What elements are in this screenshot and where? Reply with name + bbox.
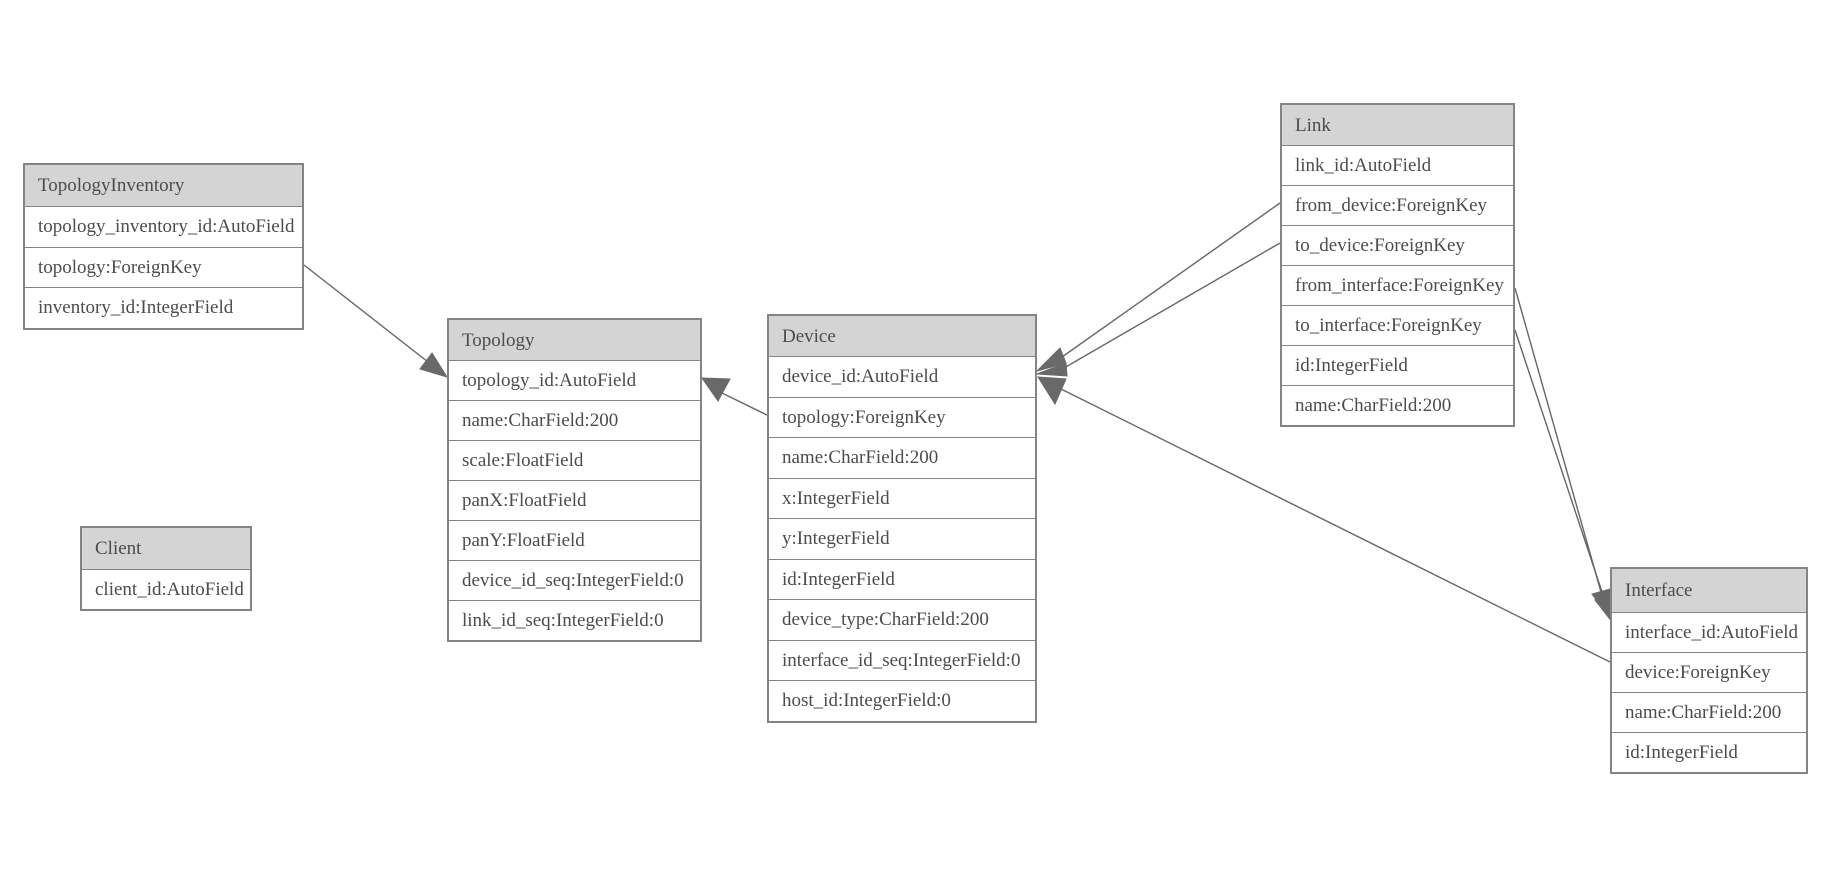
- edge-link-from-interface-to-interface: [1514, 287, 1602, 593]
- arrowhead-icon: [1035, 347, 1067, 372]
- entity-link-field-to_device: to_device:ForeignKey: [1282, 225, 1513, 265]
- entity-device-field-id: id:IntegerField: [769, 558, 1035, 599]
- entity-interface-field-name: name:CharField:200: [1612, 692, 1806, 732]
- entity-topology-title: Topology: [449, 320, 700, 360]
- entity-client-title: Client: [82, 528, 250, 569]
- entity-interface-field-device: device:ForeignKey: [1612, 652, 1806, 692]
- entity-topology-field-topology_id: topology_id:AutoField: [449, 360, 700, 400]
- entity-interface-title: Interface: [1612, 569, 1806, 612]
- entity-link-field-id: id:IntegerField: [1282, 345, 1513, 385]
- arrowhead-icon: [1037, 376, 1067, 406]
- entity-device-field-host_id: host_id:IntegerField:0: [769, 680, 1035, 721]
- entity-device-field-x: x:IntegerField: [769, 477, 1035, 518]
- edge-link-to-device-to-device: [1063, 242, 1281, 369]
- edge-interface-device-to-device: [1060, 388, 1611, 663]
- arrowhead-icon: [419, 352, 449, 378]
- entity-topology-field-name: name:CharField:200: [449, 400, 700, 440]
- entity-device-field-interface_id_seq: interface_id_seq:IntegerField:0: [769, 639, 1035, 680]
- entity-topology_inventory-field-topology_inventory_id: topology_inventory_id:AutoField: [25, 206, 302, 247]
- entity-device-field-device_type: device_type:CharField:200: [769, 599, 1035, 640]
- entity-interface-field-id: id:IntegerField: [1612, 732, 1806, 772]
- entity-link-field-from_interface: from_interface:ForeignKey: [1282, 265, 1513, 305]
- edge-link-to-interface-to-interface: [1514, 329, 1605, 599]
- entity-link-field-link_id: link_id:AutoField: [1282, 145, 1513, 185]
- entity-topology-field-panX: panX:FloatField: [449, 480, 700, 520]
- entity-topology_inventory-field-inventory_id: inventory_id:IntegerField: [25, 287, 302, 328]
- entity-link-field-from_device: from_device:ForeignKey: [1282, 185, 1513, 225]
- entity-link-field-to_interface: to_interface:ForeignKey: [1282, 305, 1513, 345]
- entity-device-field-y: y:IntegerField: [769, 518, 1035, 559]
- entity-topology-field-panY: panY:FloatField: [449, 520, 700, 560]
- entity-topology-field-device_id_seq: device_id_seq:IntegerField:0: [449, 560, 700, 600]
- entity-topology-field-scale: scale:FloatField: [449, 440, 700, 480]
- edge-link-from-device-to-device: [1061, 202, 1281, 358]
- entity-link-title: Link: [1282, 105, 1513, 145]
- edge-device-topology-to-topology: [721, 392, 768, 416]
- entity-client-field-client_id: client_id:AutoField: [82, 569, 250, 609]
- entity-topology-field-link_id_seq: link_id_seq:IntegerField:0: [449, 600, 700, 640]
- edge-topologyinventory-topology-to-topology: [303, 264, 429, 363]
- entity-link-field-name: name:CharField:200: [1282, 385, 1513, 425]
- arrowhead-icon: [701, 377, 731, 402]
- entity-topology_inventory-field-topology: topology:ForeignKey: [25, 246, 302, 287]
- entity-device-field-name: name:CharField:200: [769, 437, 1035, 478]
- entity-topology_inventory-title: TopologyInventory: [25, 165, 302, 206]
- arrowhead-icon: [1036, 362, 1068, 377]
- entity-device-title: Device: [769, 316, 1035, 356]
- entity-device-field-topology: topology:ForeignKey: [769, 396, 1035, 437]
- entity-interface-field-interface_id: interface_id:AutoField: [1612, 612, 1806, 652]
- entity-device-field-device_id: device_id:AutoField: [769, 356, 1035, 397]
